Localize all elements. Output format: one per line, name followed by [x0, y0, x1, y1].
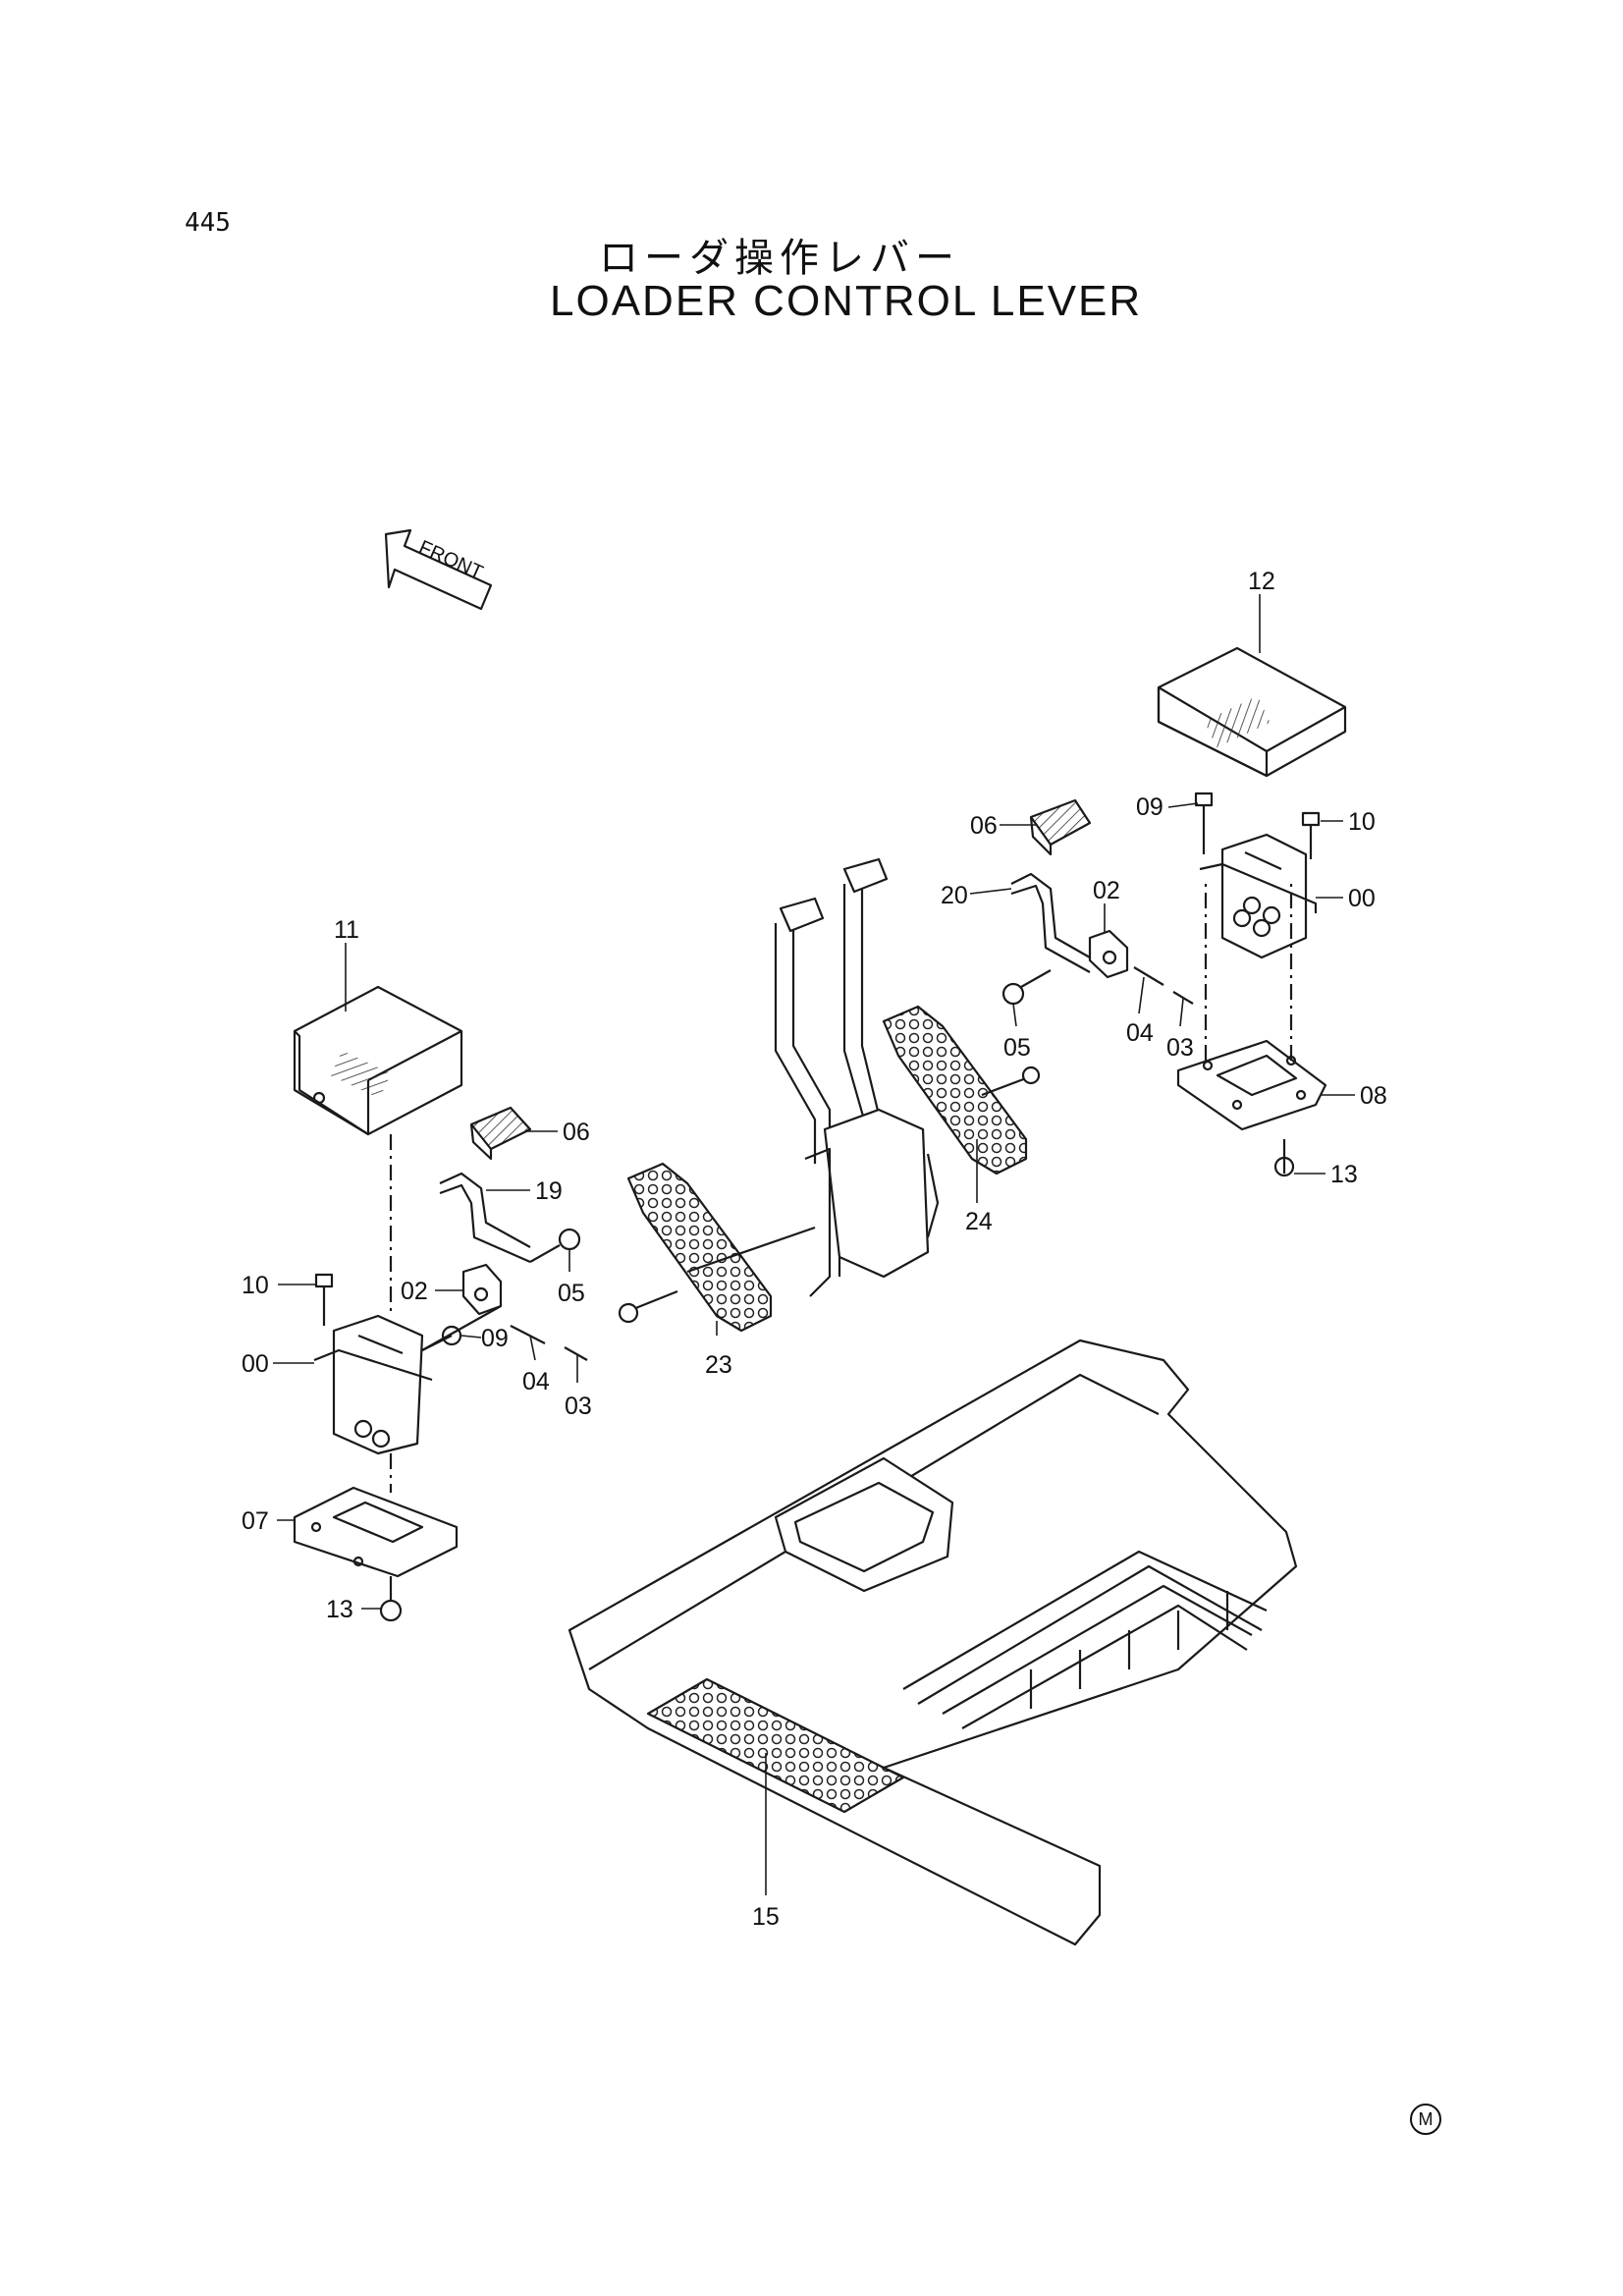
title-japanese: ローダ操作レバー	[599, 236, 960, 281]
right-valve-part	[1199, 833, 1318, 959]
right-bolt-13	[1273, 1139, 1295, 1177]
callout-15: 15	[752, 1903, 780, 1931]
callout-09-right: 09	[1136, 793, 1163, 821]
left-pedal-pad	[469, 1106, 532, 1161]
right-block-02	[1088, 929, 1129, 979]
callout-00-right: 00	[1348, 885, 1376, 912]
left-cover-part	[293, 985, 463, 1136]
callout-03-right: 03	[1166, 1034, 1194, 1062]
callout-04-right: 04	[1126, 1019, 1154, 1047]
callout-13-left: 13	[326, 1596, 353, 1623]
right-pins	[1133, 966, 1194, 1005]
callout-12: 12	[1248, 568, 1275, 595]
callout-04-left: 04	[522, 1368, 550, 1395]
callout-08: 08	[1360, 1082, 1387, 1110]
right-bolt-05	[1001, 969, 1052, 1006]
left-valve-part	[313, 1314, 433, 1455]
callout-20: 20	[941, 882, 968, 909]
left-bolt-05	[529, 1228, 581, 1263]
callout-02-left: 02	[401, 1278, 428, 1305]
central-valve-assembly	[774, 857, 940, 1297]
page-number: 445	[185, 208, 231, 238]
left-bolt-10	[314, 1273, 334, 1326]
callout-13-right: 13	[1330, 1161, 1358, 1188]
callout-00-left: 00	[242, 1350, 269, 1378]
pedal-24	[882, 1005, 1028, 1175]
callout-09-left: 09	[481, 1325, 509, 1352]
right-pedal-arm	[1010, 872, 1091, 973]
callout-03-left: 03	[565, 1393, 592, 1420]
right-pedal-pad	[1029, 798, 1092, 856]
callout-06-right: 06	[970, 812, 998, 840]
left-pins	[510, 1325, 588, 1361]
callout-05-left: 05	[558, 1280, 585, 1307]
front-arrow: FRONT	[384, 528, 493, 611]
title-english: LOADER CONTROL LEVER	[550, 277, 1143, 325]
right-bolt-10	[1301, 811, 1321, 859]
pedal-23	[626, 1162, 773, 1333]
callout-19: 19	[535, 1177, 563, 1205]
right-cover-part	[1157, 646, 1347, 778]
right-bolt-09	[1194, 792, 1214, 854]
pedal-24-bolt	[981, 1066, 1041, 1097]
left-block-02	[461, 1263, 503, 1316]
callout-02-right: 02	[1093, 877, 1120, 904]
left-pedal-arm	[439, 1172, 531, 1264]
callout-11: 11	[334, 916, 359, 944]
footer-m-mark: M	[1410, 2104, 1441, 2135]
floor-mat-part	[568, 1339, 1298, 1946]
callout-10-right: 10	[1348, 808, 1376, 836]
callout-10-left: 10	[242, 1272, 269, 1299]
callout-06-left: 06	[563, 1119, 590, 1146]
left-bolt-13	[379, 1576, 403, 1622]
callout-23: 23	[705, 1351, 732, 1379]
callout-24: 24	[965, 1208, 993, 1235]
right-plate-part	[1176, 1039, 1327, 1131]
left-plate-part	[293, 1486, 459, 1578]
pedal-23-bolt	[618, 1289, 678, 1324]
callout-05-right: 05	[1003, 1034, 1031, 1062]
callout-07: 07	[242, 1507, 269, 1535]
